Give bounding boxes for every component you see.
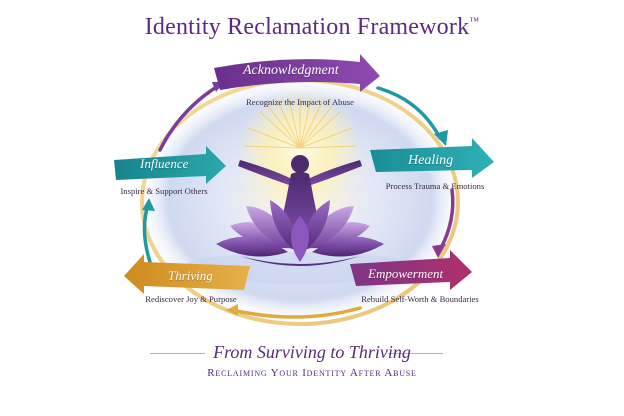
healing-description: Process Trauma & Emotions — [385, 181, 485, 191]
title-text: Identity Reclamation Framework — [144, 14, 470, 40]
sun-glow — [238, 88, 362, 212]
diagram-title: Identity Reclamation Framework™ — [0, 14, 624, 41]
healing-label: Healing — [408, 153, 454, 168]
healing-arrow — [370, 138, 494, 178]
influence-description: Inspire & Support Others — [120, 186, 208, 196]
influence-label: Influence — [140, 156, 189, 171]
connector-influence-to-ack — [158, 84, 220, 152]
acknowledgment-arrow — [214, 54, 380, 92]
empowerment-arrow — [350, 250, 472, 290]
acknowledgment-description: Recognize the Impact of Abuse — [246, 97, 354, 107]
arrowhead-influence — [142, 198, 155, 211]
arrowhead-healing — [434, 130, 448, 146]
slogan-rule-right — [388, 353, 443, 354]
connector-ack-to-healing — [376, 86, 442, 140]
influence-arrow — [114, 146, 226, 184]
slogan-rule-left — [150, 353, 205, 354]
subtitle: Reclaiming Your Identity After Abuse — [207, 367, 417, 379]
sun-rays — [243, 98, 357, 149]
trademark-symbol: ™ — [469, 16, 480, 27]
lotus-flower — [216, 200, 384, 266]
acknowledgment-label: Acknowledgment — [243, 63, 339, 78]
empowerment-label: Empowerment — [368, 266, 444, 281]
empowerment-description: Rebuild Self-Worth & Boundaries — [361, 294, 479, 304]
figure-head — [291, 155, 309, 173]
slogan: From Surviving to Thriving — [213, 342, 411, 362]
thriving-arrow — [124, 254, 250, 294]
thriving-label: Thriving — [168, 268, 213, 283]
arrowhead-empowerment — [432, 244, 446, 258]
arrowhead-thriving — [226, 304, 238, 316]
figure-arms — [238, 160, 292, 186]
thriving-description: Rediscover Joy & Purpose — [145, 294, 237, 304]
connector-empowerment-to-thriving — [230, 306, 362, 319]
